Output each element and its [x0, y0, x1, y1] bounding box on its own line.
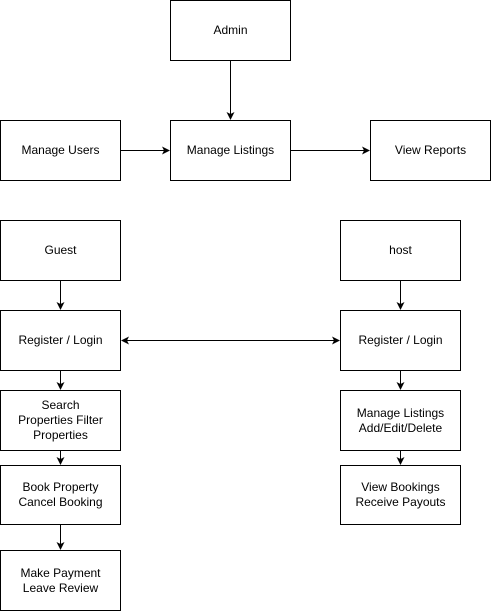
node-search-filter-properties-label: Search Properties Filter Properties: [18, 398, 103, 442]
node-manage-listings[interactable]: Manage Listings: [170, 120, 291, 181]
node-host-manage-listings[interactable]: Manage Listings Add/Edit/Delete: [340, 390, 461, 451]
node-manage-listings-label: Manage Listings: [186, 143, 275, 157]
node-admin-label: Admin: [213, 23, 248, 37]
node-host-register-login[interactable]: Register / Login: [340, 310, 461, 371]
node-manage-users-label: Manage Users: [21, 143, 100, 157]
node-search-filter-properties[interactable]: Search Properties Filter Properties: [0, 390, 121, 451]
node-host-register-login-label: Register / Login: [358, 333, 443, 347]
node-guest-register-login[interactable]: Register / Login: [0, 310, 121, 371]
node-guest[interactable]: Guest: [0, 220, 121, 281]
node-admin[interactable]: Admin: [170, 0, 291, 61]
node-book-cancel[interactable]: Book Property Cancel Booking: [0, 465, 121, 525]
node-view-bookings-payouts[interactable]: View Bookings Receive Payouts: [340, 465, 461, 525]
node-host-label: host: [389, 243, 412, 257]
node-host[interactable]: host: [340, 220, 461, 281]
node-payment-review-label: Make Payment Leave Review: [20, 565, 101, 595]
node-guest-register-login-label: Register / Login: [18, 333, 103, 347]
node-book-cancel-label: Book Property Cancel Booking: [18, 480, 103, 509]
node-host-manage-listings-label: Manage Listings Add/Edit/Delete: [356, 405, 445, 435]
node-view-reports-label: View Reports: [394, 143, 467, 157]
node-manage-users[interactable]: Manage Users: [0, 120, 121, 181]
node-view-bookings-payouts-label: View Bookings Receive Payouts: [355, 480, 446, 509]
node-view-reports[interactable]: View Reports: [370, 120, 491, 181]
node-payment-review[interactable]: Make Payment Leave Review: [0, 550, 121, 611]
node-guest-label: Guest: [44, 243, 77, 257]
